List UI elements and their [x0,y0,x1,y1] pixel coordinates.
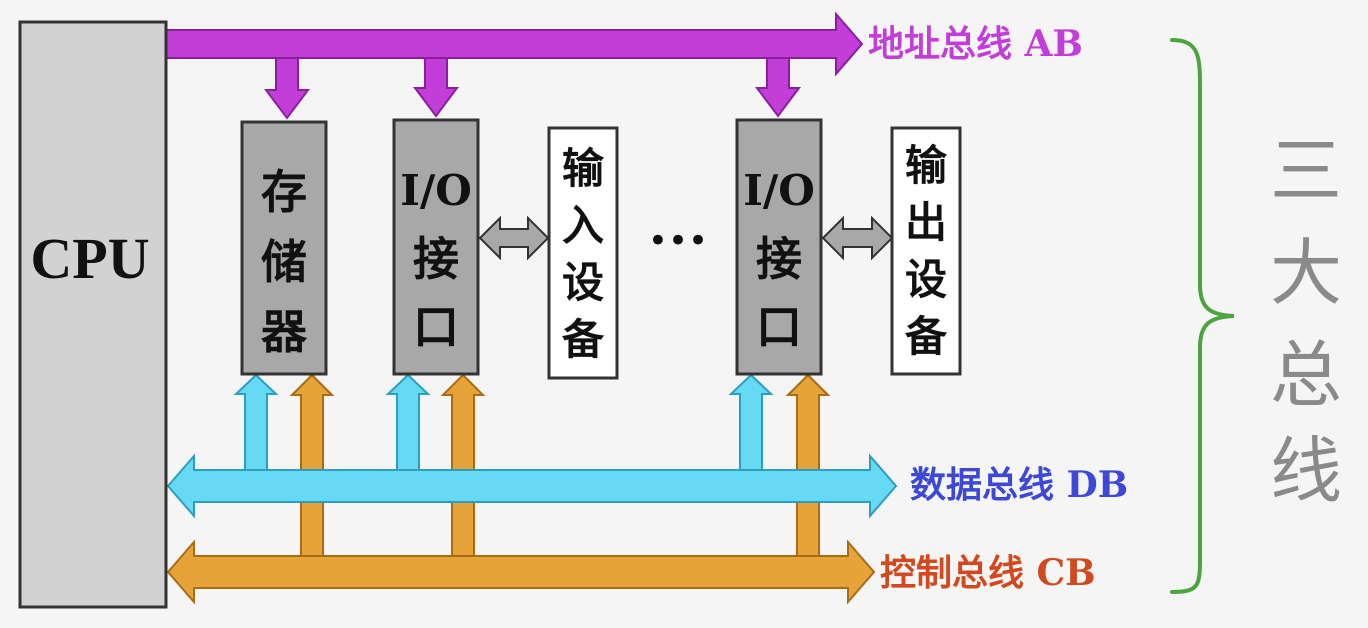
three-buses-char-1: 三 [1270,129,1342,213]
ellipsis: ••• [648,221,708,261]
input-device-char-2: 入 [562,201,604,250]
output-device-block: 输 出 设 备 [890,126,962,376]
io1-char-2: 口 [413,300,459,354]
data-stem-memory [233,373,279,471]
output-device-char-3: 设 [905,255,947,304]
output-device-char-2: 出 [905,198,947,247]
control-bus-label: 控制总线 CB [880,552,1096,594]
io-interface-1: I/O 接 口 [392,118,480,376]
data-bus-label: 数据总线 DB [910,464,1128,506]
input-device-char-3: 设 [562,258,604,307]
input-device-char-1: 输 [562,144,605,193]
address-bus-arrow [165,11,864,77]
output-device-char-4: 备 [905,312,948,361]
address-bus-label: 地址总线 AB [868,23,1083,65]
data-bus-stems [233,373,774,471]
three-bus-brace [1170,38,1235,594]
three-buses-char-3: 总 [1270,333,1342,417]
cpu-label: CPU [30,226,149,291]
io2-label: I/O [743,166,815,215]
address-bus-drop-memory [264,57,310,120]
control-bus-stems [289,373,831,557]
memory-char-3: 器 [261,305,308,359]
address-bus [165,11,864,120]
data-stem-io1 [385,373,431,471]
control-stem-memory [289,373,335,557]
data-stem-io2 [728,373,774,471]
address-bus-drop-io2 [755,57,801,118]
three-buses-char-4: 线 [1270,429,1342,513]
memory-char-2: 储 [261,235,307,289]
three-buses-label: 三 大 总 线 [1270,129,1342,513]
io2-char-2: 口 [756,300,802,354]
io2-char-1: 接 [756,232,802,286]
cpu-block: CPU [18,20,168,609]
io1-input-double-arrow [478,215,550,261]
address-bus-drop-io1 [413,57,459,118]
io2-output-double-arrow [821,215,894,261]
control-bus-arrow [166,539,876,605]
memory-char-1: 存 [261,165,307,219]
control-stem-io2 [785,373,831,557]
data-bus-arrow [166,453,898,519]
output-device-char-1: 输 [905,141,948,190]
memory-block: 存 储 器 [240,120,328,376]
three-buses-char-2: 大 [1270,231,1342,315]
input-device-block: 输 入 设 备 [547,126,619,380]
io1-char-1: 接 [413,232,459,286]
io-interface-2: I/O 接 口 [735,118,823,376]
control-stem-io1 [440,373,486,557]
io1-label: I/O [400,166,472,215]
input-device-char-4: 备 [562,315,605,364]
